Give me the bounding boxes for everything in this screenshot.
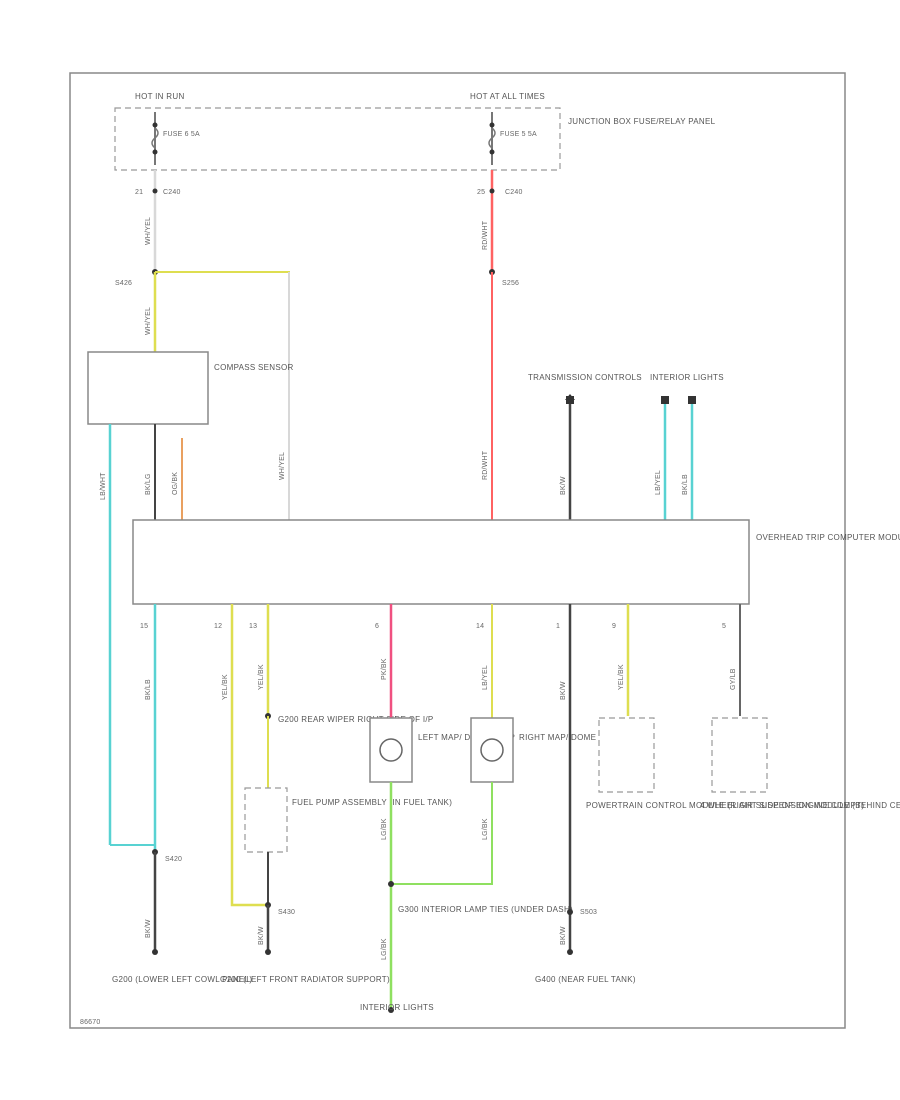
- wire-label: LB/YEL: [655, 470, 662, 495]
- pin-1-label: 1: [556, 623, 560, 630]
- wire-label: YEL/BK: [222, 674, 229, 700]
- splice-s420-label: S420: [165, 856, 182, 863]
- module-label: OVERHEAD TRIP COMPUTER MODULE: [756, 533, 900, 542]
- pin-6-label: 6: [375, 623, 379, 630]
- hot-in-run-label: HOT IN RUN: [135, 92, 185, 101]
- wire-label: WH/YEL: [145, 307, 152, 335]
- fuse-left-label: FUSE 6 5A: [163, 131, 200, 138]
- air-suspension-box: [711, 717, 768, 793]
- fuse-left: FUSE 6 5A: [151, 112, 200, 165]
- wire-label: RD/WHT: [482, 220, 489, 250]
- wire-label: PK/BK: [381, 658, 388, 680]
- g200-left-label: G200 (LOWER LEFT COWL PANEL): [112, 975, 252, 984]
- wire-label: BK/W: [560, 681, 567, 700]
- wire-label: GY/LB: [730, 668, 737, 690]
- g400-label: G400 (NEAR FUEL TANK): [535, 975, 636, 984]
- wire-label: BK/W: [258, 926, 265, 945]
- connector-dot: [489, 188, 495, 194]
- interior-connector-a: [661, 396, 669, 404]
- pin-14-label: 14: [476, 623, 484, 630]
- junction-box-label: JUNCTION BOX FUSE/RELAY PANEL: [568, 117, 716, 126]
- wire-pin12: [230, 604, 268, 907]
- wire-label: WH/YEL: [145, 217, 152, 245]
- fuse-right-label: FUSE 5 5A: [500, 131, 537, 138]
- g100-label: G100 (LEFT FRONT RADIATOR SUPPORT): [220, 975, 390, 984]
- wire-label: BK/W: [145, 919, 152, 938]
- wire-label: BK/LG: [145, 473, 152, 495]
- conn-right-label: C240: [505, 189, 523, 196]
- interior-lights-end: [388, 1007, 394, 1013]
- footer-code: 86670: [80, 1019, 100, 1026]
- splice-s503-label: S503: [580, 909, 597, 916]
- wire-label: BK/LB: [145, 679, 152, 700]
- wire-label: LG/BK: [482, 818, 489, 840]
- compass-sensor-label: COMPASS SENSOR: [214, 363, 294, 372]
- transmission-connector: [565, 394, 575, 404]
- pcm-label: POWERTRAIN CONTROL MODULE (RIGHT SIDE OF…: [586, 801, 864, 810]
- wire-label: BK/W: [560, 926, 567, 945]
- wire-label: WH/YEL: [279, 452, 286, 480]
- g-rear-wiper-label: G200 REAR WIPER RIGHT SIDE OF I/P: [278, 715, 434, 724]
- pin-15-label: 15: [140, 623, 148, 630]
- splice-s503: [567, 909, 573, 915]
- pin-13-label: 13: [249, 623, 257, 630]
- wire-label: LG/BK: [381, 818, 388, 840]
- ground-g200: [152, 949, 158, 955]
- overhead-trip-computer-module: [132, 519, 750, 605]
- hot-at-all-times-label: HOT AT ALL TIMES: [470, 92, 545, 101]
- wire-label: LB/YEL: [482, 665, 489, 690]
- transmission-controls-label: TRANSMISSION CONTROLS: [528, 373, 642, 382]
- interior-connector-b: [688, 396, 696, 404]
- conn-left-label: C240: [163, 189, 181, 196]
- splice-left-label: S426: [115, 280, 132, 287]
- wire-label: BK/W: [560, 476, 567, 495]
- wire-label: OG/BK: [172, 472, 179, 495]
- pin-5-label: 5: [722, 623, 726, 630]
- right-map-lamp: [470, 717, 514, 783]
- connector-dot: [152, 188, 158, 194]
- pin-left-label: 21: [135, 189, 143, 196]
- wire-lamp-ground-right: [391, 782, 493, 885]
- lamp-bulb-icon: [379, 738, 403, 762]
- g-interior-label: G300 INTERIOR LAMP TIES (UNDER DASH): [398, 905, 573, 914]
- fuel-pump-label: FUEL PUMP ASSEMBLY (IN FUEL TANK): [292, 798, 452, 807]
- ground-g100: [265, 949, 271, 955]
- interior-lights-bottom-label: INTERIOR LIGHTS: [360, 1003, 434, 1012]
- left-map-lamp-label: LEFT MAP/ DOME LAMP: [418, 733, 515, 742]
- junction-box: [114, 107, 561, 171]
- wire-label: YEL/BK: [618, 664, 625, 690]
- fuse-right: FUSE 5 5A: [488, 112, 537, 165]
- left-map-lamp: [369, 717, 413, 783]
- wire-label: LG/BK: [381, 938, 388, 960]
- fuel-pump-box: [244, 787, 288, 853]
- splice-s430-label: S430: [278, 909, 295, 916]
- splice-lamps: [388, 881, 394, 887]
- splice-right-label: S256: [502, 280, 519, 287]
- ground-g400: [567, 949, 573, 955]
- pin-9-label: 9: [612, 623, 616, 630]
- compass-sensor-box: [87, 351, 209, 425]
- wire-label: LB/WHT: [100, 472, 107, 500]
- wire-label: BK/LB: [682, 474, 689, 495]
- pin-12-label: 12: [214, 623, 222, 630]
- wire-label: YEL/BK: [258, 664, 265, 690]
- diagram-frame: [69, 72, 846, 1029]
- air-suspension-label: 4 WHEEL AIR SUSPENSION MODULE (BEHIND CE…: [700, 801, 900, 810]
- lamp-bulb-icon: [480, 738, 504, 762]
- pin-right-label: 25: [477, 189, 485, 196]
- wire-label: RD/WHT: [482, 450, 489, 480]
- interior-lights-label: INTERIOR LIGHTS: [650, 373, 724, 382]
- pcm-box: [598, 717, 655, 793]
